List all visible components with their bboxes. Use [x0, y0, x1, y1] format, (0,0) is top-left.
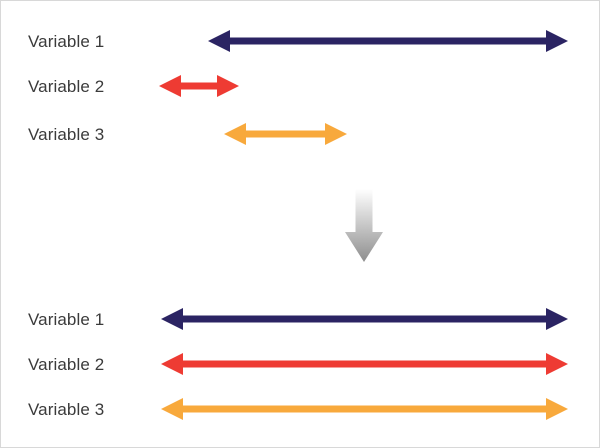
- top-row-2-label: Variable 2: [28, 77, 105, 96]
- bottom-row-2-label: Variable 2: [28, 355, 105, 374]
- top-section: Variable 1 Variable 2 Variable 3: [1, 1, 599, 171]
- top-row-1-label: Variable 1: [28, 32, 105, 51]
- bottom-row-3-label: Variable 3: [28, 400, 105, 419]
- bottom-section: Variable 1 Variable 2 Variable 3: [1, 291, 599, 447]
- transition-section: [1, 171, 600, 291]
- down-arrow-icon: [1, 171, 600, 291]
- bottom-row-1-label: Variable 1: [28, 310, 105, 329]
- top-row-3-label: Variable 3: [28, 125, 105, 144]
